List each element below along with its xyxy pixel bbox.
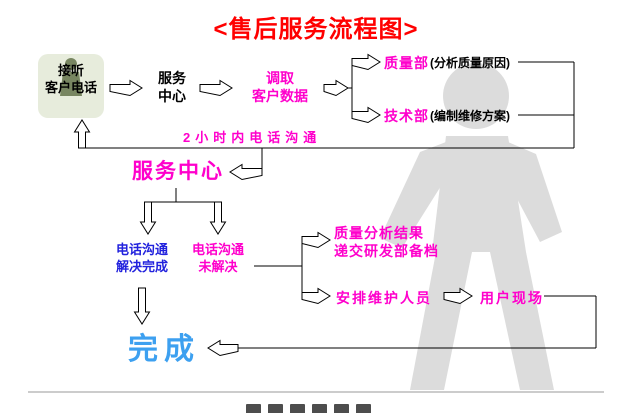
unresolved-branch-lines	[254, 240, 303, 296]
arrow-down-icon	[133, 287, 151, 325]
arrow-right-icon	[199, 79, 233, 97]
arrow-right-icon	[351, 106, 381, 124]
node-tech-dept: 技术部	[384, 108, 429, 124]
arrow-left-icon	[207, 339, 239, 357]
return-loop-lines	[82, 61, 575, 171]
small-person-icon	[60, 58, 82, 96]
arrow-left-icon	[229, 163, 263, 181]
arrow-right-icon	[301, 231, 331, 249]
node-service-center-main: 服务中心	[132, 160, 224, 183]
node-user-site: 用户现场	[480, 290, 544, 306]
page-title: <售后服务流程图>	[213, 16, 419, 43]
node-answer-call: 接听 客户电话	[44, 63, 97, 95]
node-arrange-staff: 安排维护人员	[336, 290, 432, 306]
branch-lines	[348, 62, 353, 115]
node-service-center-top: 服务 中心	[158, 70, 186, 105]
person-silhouette-icon	[380, 63, 562, 390]
arrow-right-icon	[109, 79, 143, 97]
node-unresolved: 电话沟通 未解决	[191, 242, 244, 274]
node-phone-2h: 2小时内电话沟通	[183, 130, 322, 145]
arrow-down-icon	[139, 201, 157, 235]
arrow-up-icon	[73, 119, 91, 149]
cropped-caption-glyphs	[246, 404, 371, 413]
arrow-down-icon	[209, 201, 227, 235]
arrow-right-icon	[301, 287, 331, 305]
node-resolved: 电话沟通 解决完成	[115, 242, 168, 274]
arrow-right-icon	[323, 79, 349, 97]
node-retrieve-data: 调取 客户数据	[252, 70, 308, 105]
node-done: 完成	[128, 333, 200, 366]
site-return-lines	[238, 295, 597, 349]
arrow-right-icon	[443, 287, 473, 305]
node-tech-note: (编制维修方案)	[430, 109, 510, 123]
node-quality-result: 质量分析结果 递交研发部备档	[334, 225, 439, 260]
node-quality-note: (分析质量原因)	[430, 56, 510, 70]
node-quality-dept: 质量部	[384, 55, 429, 71]
arrow-right-icon	[351, 53, 381, 71]
split-lines	[148, 188, 218, 203]
